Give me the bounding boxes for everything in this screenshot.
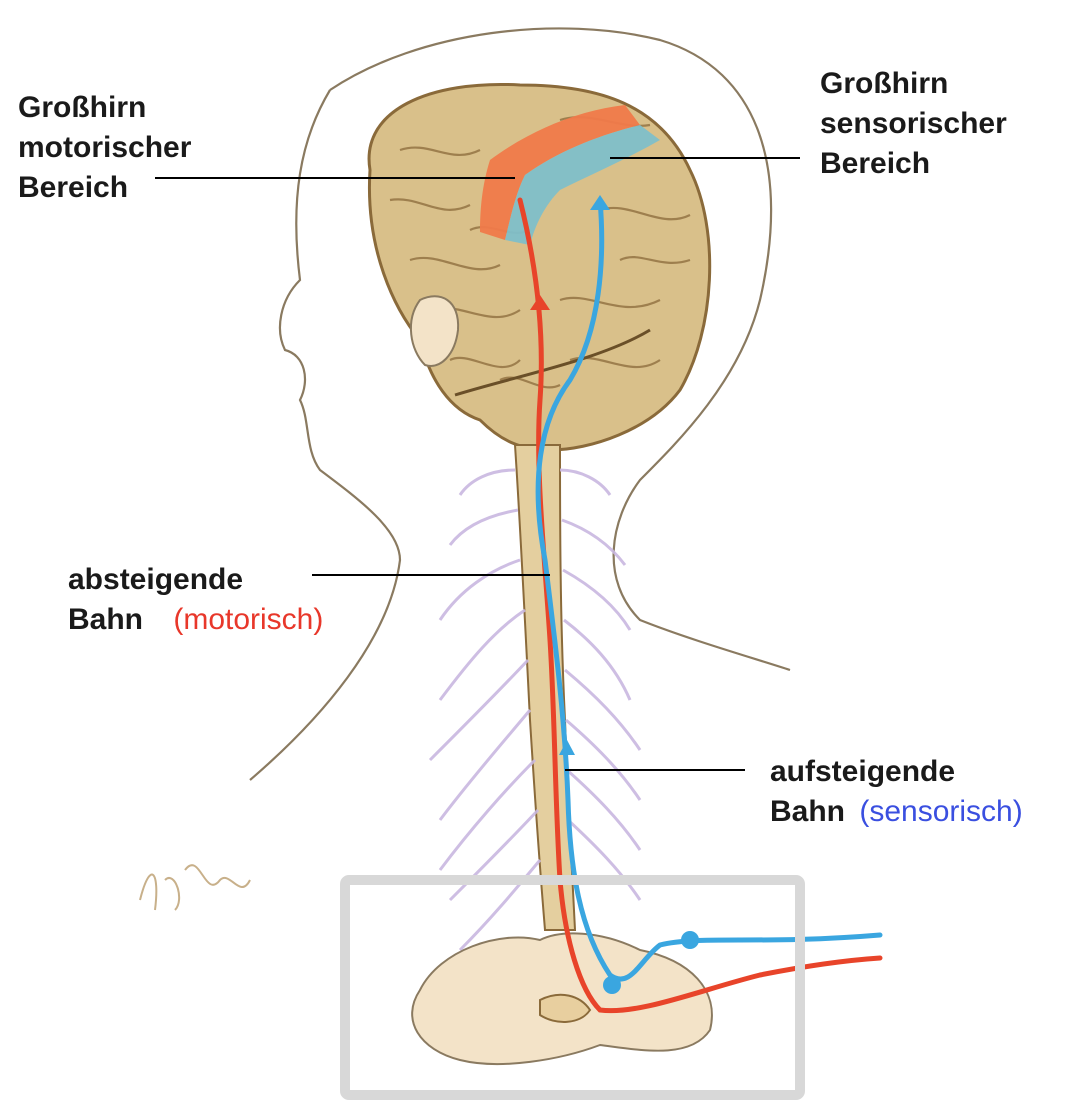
label-descending-pathway: absteigende Bahn (motorisch) <box>68 560 323 640</box>
label-descending-line2-row: Bahn (motorisch) <box>68 600 323 640</box>
label-ascending-line2-row: Bahn (sensorisch) <box>770 792 1023 832</box>
label-sensory-area-line2: sensorischer <box>820 104 1007 144</box>
label-motor-area: Großhirn motorischer Bereich <box>18 88 191 208</box>
vertebra-cross-section <box>412 933 712 1064</box>
label-descending-line2: Bahn <box>68 603 143 636</box>
label-sensory-area-line3: Bereich <box>820 144 1007 184</box>
label-ascending-line2: Bahn <box>770 795 845 828</box>
label-motor-area-line3: Bereich <box>18 168 191 208</box>
label-sensory-area: Großhirn sensorischer Bereich <box>820 64 1007 184</box>
artist-signature <box>140 865 250 910</box>
label-descending-line1: absteigende <box>68 560 323 600</box>
label-motor-area-line2: motorischer <box>18 128 191 168</box>
sensory-ganglion-cell-body <box>681 931 699 949</box>
motor-neuron-cell-body <box>603 976 621 994</box>
label-ascending-line1: aufsteigende <box>770 752 1023 792</box>
label-ascending-pathway: aufsteigende Bahn (sensorisch) <box>770 752 1023 832</box>
label-descending-qualifier: (motorisch) <box>173 603 323 636</box>
spinal-cord <box>515 445 575 930</box>
label-motor-area-line1: Großhirn <box>18 88 191 128</box>
label-sensory-area-line1: Großhirn <box>820 64 1007 104</box>
label-ascending-qualifier: (sensorisch) <box>859 795 1022 828</box>
